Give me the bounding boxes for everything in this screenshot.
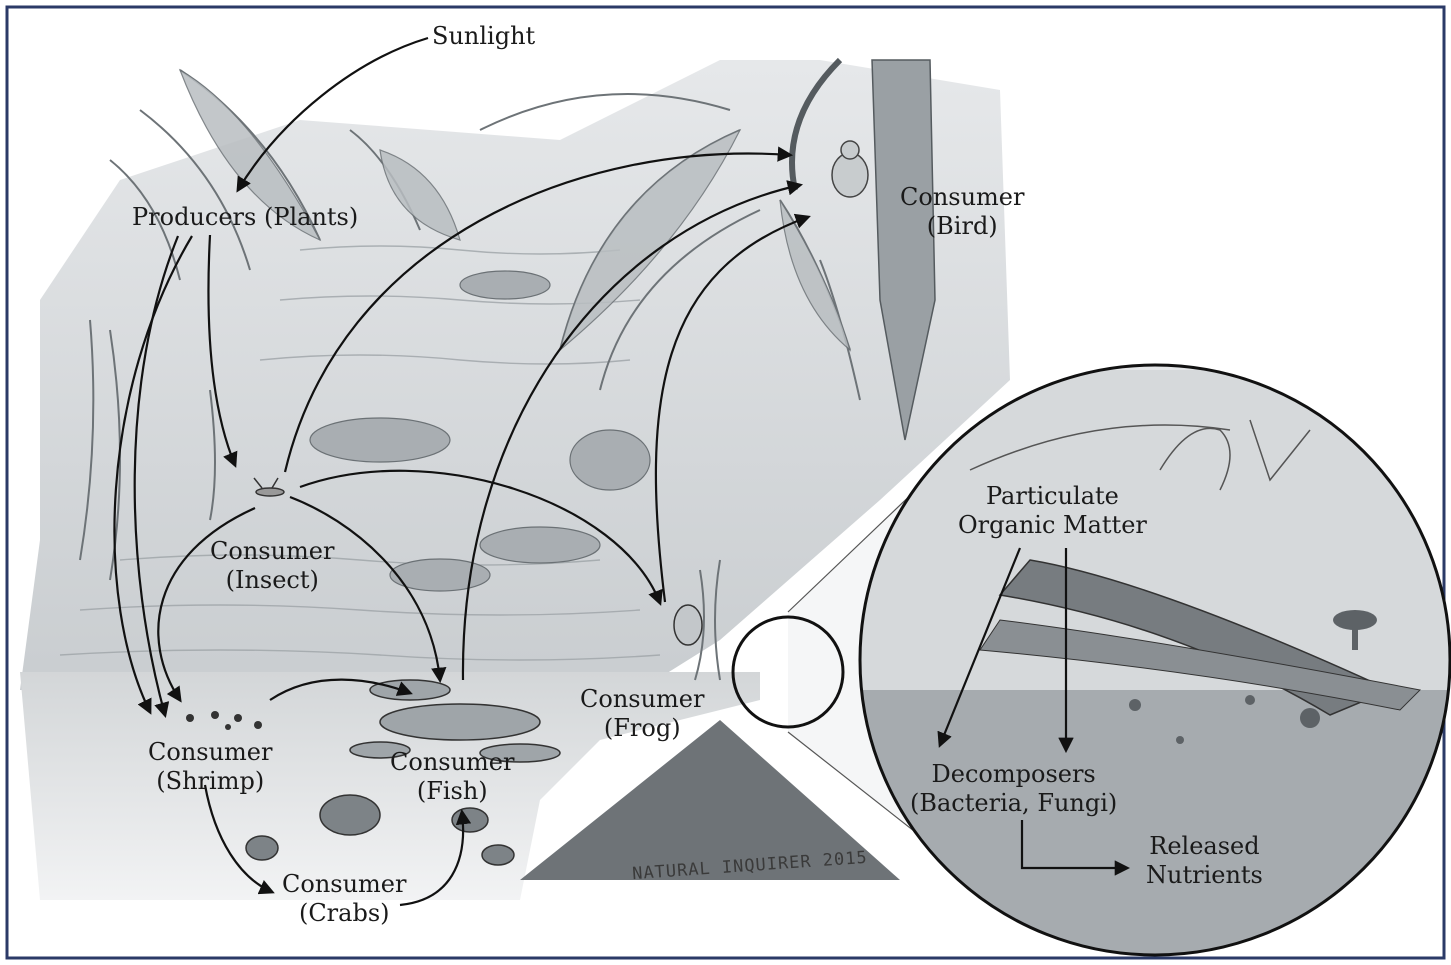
label-consumer-shrimp: Consumer(Shrimp) — [148, 738, 272, 796]
label-sunlight: Sunlight — [432, 22, 535, 51]
label-consumer-crabs: Consumer(Crabs) — [282, 870, 406, 928]
label-decomposers: Decomposers(Bacteria, Fungi) — [910, 760, 1117, 818]
label-consumer-fish: Consumer(Fish) — [390, 748, 514, 806]
label-producers: Producers (Plants) — [132, 203, 358, 232]
label-consumer-frog: Consumer(Frog) — [580, 685, 704, 743]
label-consumer-insect: Consumer(Insect) — [210, 537, 334, 595]
label-consumer-bird: Consumer(Bird) — [900, 183, 1024, 241]
